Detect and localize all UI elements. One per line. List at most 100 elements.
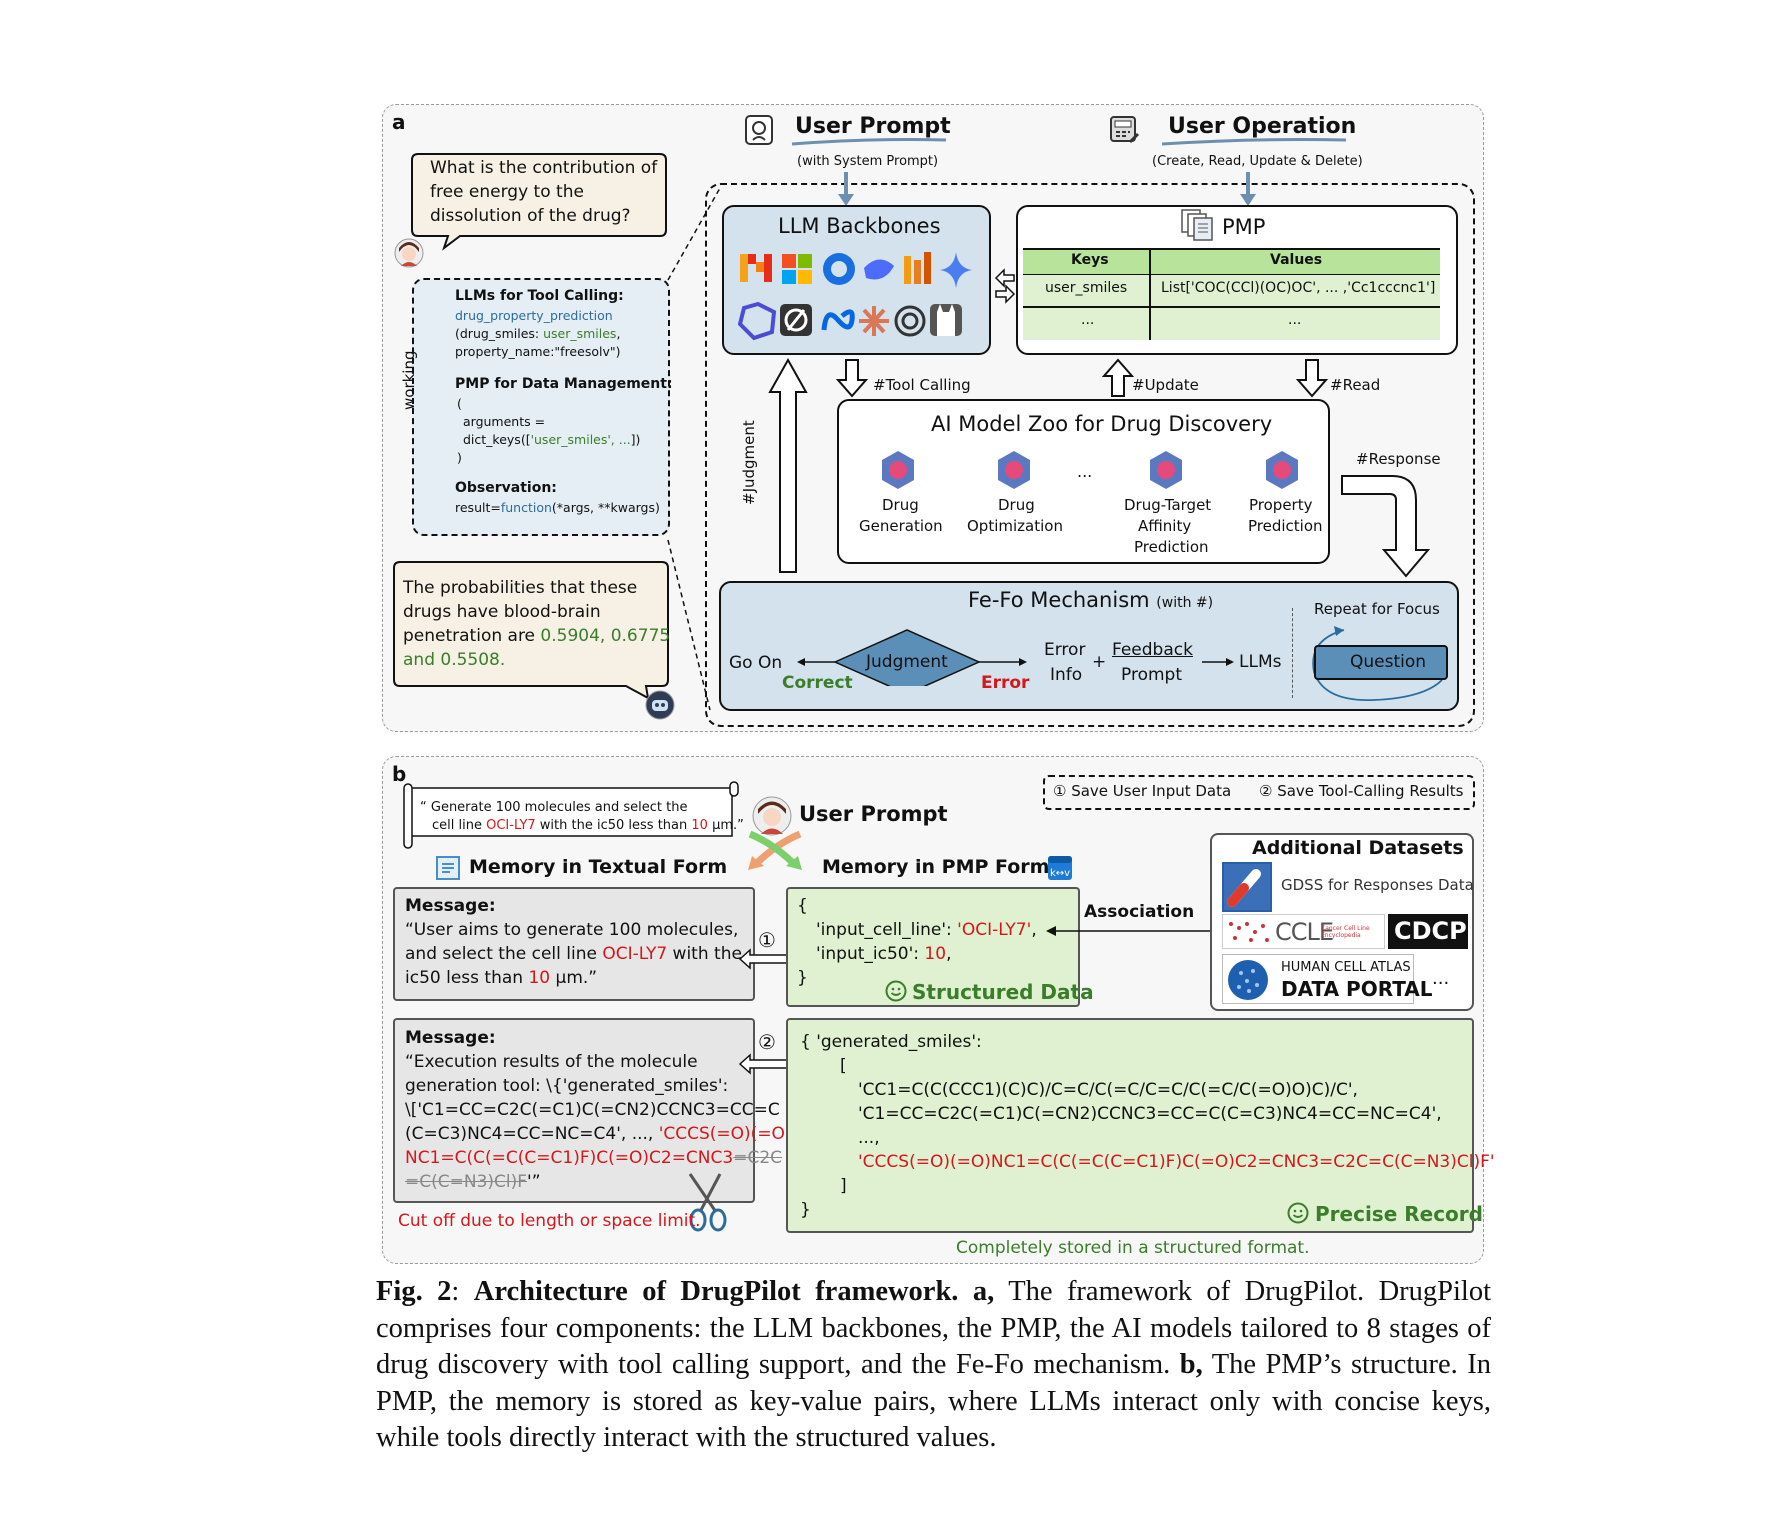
scroll-l2-red2: 10 xyxy=(691,818,708,833)
llm-tool-func: drug_property_prediction xyxy=(455,308,613,323)
molecule-icon-2 xyxy=(998,451,1030,489)
user-avatar-icon xyxy=(394,238,424,268)
repeat-label: Repeat for Focus xyxy=(1314,600,1440,618)
scroll-line2: cell line OCI-LY7 with the ic50 less tha… xyxy=(432,818,744,833)
structured-badge: Structured Data xyxy=(912,980,1094,1004)
message1-line3: ic50 less than 10 μm.” xyxy=(405,968,597,988)
correct-label: Correct xyxy=(782,673,853,693)
kv-icon: k↔v xyxy=(1046,854,1074,882)
caption-b-text: The PMP’s structure. In PMP, the memory … xyxy=(376,1349,1491,1453)
message1-title: Message: xyxy=(405,896,496,916)
fefo-title: Fe-Fo Mechanism (with #) xyxy=(968,588,1213,612)
message2-title: Message: xyxy=(405,1028,496,1048)
pmp-icon xyxy=(1180,208,1214,242)
system-container xyxy=(705,183,1475,727)
judgment-label: #Judgment xyxy=(740,420,758,505)
caption-fig: Fig. 2 xyxy=(376,1276,452,1307)
header-arrows xyxy=(838,172,1256,206)
struct-l2-post: , xyxy=(946,944,952,964)
stored-note: Completely stored in a structured format… xyxy=(956,1238,1310,1258)
association-arrow xyxy=(1046,926,1212,936)
obs-func: function xyxy=(500,500,552,515)
openai-icon xyxy=(894,305,926,337)
hca-line2: DATA PORTAL xyxy=(1281,977,1433,1001)
model-4-line2: Prediction xyxy=(1248,517,1323,535)
llms-label: LLMs xyxy=(1239,652,1282,672)
pmp-data-open: ( xyxy=(457,396,462,411)
legend-item-1: ① Save User Input Data xyxy=(1053,782,1232,800)
pmp-data-line2: dict_keys(['user_smiles', ...]) xyxy=(463,432,640,447)
panel-b-label: b xyxy=(392,762,407,786)
model-1-line1: Drug xyxy=(882,496,919,514)
gemini-icon xyxy=(940,252,972,288)
precise-record-box xyxy=(786,1018,1474,1233)
user-prompt-icon xyxy=(744,114,774,146)
legend-item-2: ② Save Tool-Calling Results xyxy=(1259,782,1464,800)
pmp-data-close: ) xyxy=(457,450,462,465)
memory-pmp-label: Memory in PMP Form xyxy=(822,856,1050,878)
microsoft-icon xyxy=(782,254,812,284)
hca-logo: HUMAN CELL ATLAS DATA PORTAL xyxy=(1222,954,1433,1004)
smiley-icon xyxy=(885,980,907,1002)
caption-b-label: b, xyxy=(1170,1349,1203,1380)
precise-smiles-1: 'CC1=C(C(CCC1)(C)C)/C=C/C(=C/C=C/C(=C/C(… xyxy=(858,1080,1358,1100)
observation-line: result=function(*args, **kwargs) xyxy=(455,500,660,515)
error-info-line1: Error xyxy=(1044,640,1086,660)
message2-line3: \['C1=CC=C2C(=C1)C(=CN2)CCNC3=CC=C xyxy=(405,1100,780,1120)
molecule-icons xyxy=(882,451,1298,489)
llm-pmp-arrow xyxy=(994,268,1016,304)
ollama-icon xyxy=(930,304,962,336)
caption-a-label: a, xyxy=(958,1276,995,1307)
msg2-l6-post: '” xyxy=(527,1172,541,1192)
pmp-header-keys: Keys xyxy=(1071,252,1109,268)
message2-line2: generation tool: \{'generated_smiles': xyxy=(405,1076,729,1096)
structured-open: { xyxy=(797,896,808,916)
molecule-icon-1 xyxy=(882,451,914,489)
pmp-row2-key: ... xyxy=(1081,312,1095,328)
feedback-line1: Feedback xyxy=(1112,640,1193,660)
fefo-divider xyxy=(1292,608,1293,698)
arg1-val: user_smiles xyxy=(543,326,617,341)
legend-item-2-post: Tool-Calling Results xyxy=(1318,782,1464,800)
structured-close: } xyxy=(797,968,808,988)
user-prompt-title: User Prompt xyxy=(795,114,951,139)
response-arrow xyxy=(1341,475,1431,578)
user-operation-icon xyxy=(1108,114,1140,146)
step1-marker: ① xyxy=(758,928,776,952)
ill-icon xyxy=(904,252,931,284)
user-operation-underline xyxy=(1161,138,1347,146)
msg2-l5-strike: =C2C xyxy=(733,1148,783,1168)
line2-val: 'user_smiles', ... xyxy=(530,432,631,447)
msg2-l4-red: 'CCCS(=O)(=O) xyxy=(658,1124,792,1144)
line2-pre: dict_keys([ xyxy=(463,432,531,447)
scroll-l2-mid: with the ic50 less than xyxy=(535,818,692,833)
legend-box xyxy=(1043,775,1475,810)
obs-post: (*args, **kwargs) xyxy=(551,500,660,515)
message2-line4: (C=C3)NC4=CC=NC=C4', ..., 'CCCS(=O)(=O) xyxy=(405,1124,792,1144)
scroll-l2-post: μm.” xyxy=(707,818,744,833)
precise-bracket-open: [ xyxy=(840,1056,847,1076)
pmp-data-line1: arguments = xyxy=(463,414,546,429)
line2-post: ]) xyxy=(630,432,641,447)
step2-marker: ② xyxy=(758,1030,776,1054)
precise-close: } xyxy=(800,1200,811,1220)
association-label: Association xyxy=(1084,902,1195,922)
message1-line2: and select the cell line OCI-LY7 with th… xyxy=(405,944,742,964)
working-box xyxy=(412,278,670,536)
hca-line1: HUMAN CELL ATLAS xyxy=(1281,960,1411,975)
llm-logo-icons xyxy=(737,252,972,341)
panel-a-label: a xyxy=(392,110,406,134)
meta-icon xyxy=(821,309,855,331)
msg2-l5-red: NC1=C(C(=C(C=C1)F)C(=O)C2=CNC3 xyxy=(405,1148,734,1168)
scroll-l2-red1: OCI-LY7 xyxy=(486,818,536,833)
model-zoo-box xyxy=(837,399,1330,564)
user-prompt-sub: (with System Prompt) xyxy=(797,154,939,169)
read-label: #Read xyxy=(1330,376,1381,394)
message1-box xyxy=(393,887,755,1001)
pmp-header-values: Values xyxy=(1270,252,1323,268)
structured-line1: 'input_cell_line': 'OCI-LY7', xyxy=(816,920,1037,940)
pmp-table-header xyxy=(1023,248,1440,275)
obs-pre: result= xyxy=(455,500,501,515)
doubao-icon xyxy=(823,253,855,285)
model-1-line2: Generation xyxy=(859,517,943,535)
